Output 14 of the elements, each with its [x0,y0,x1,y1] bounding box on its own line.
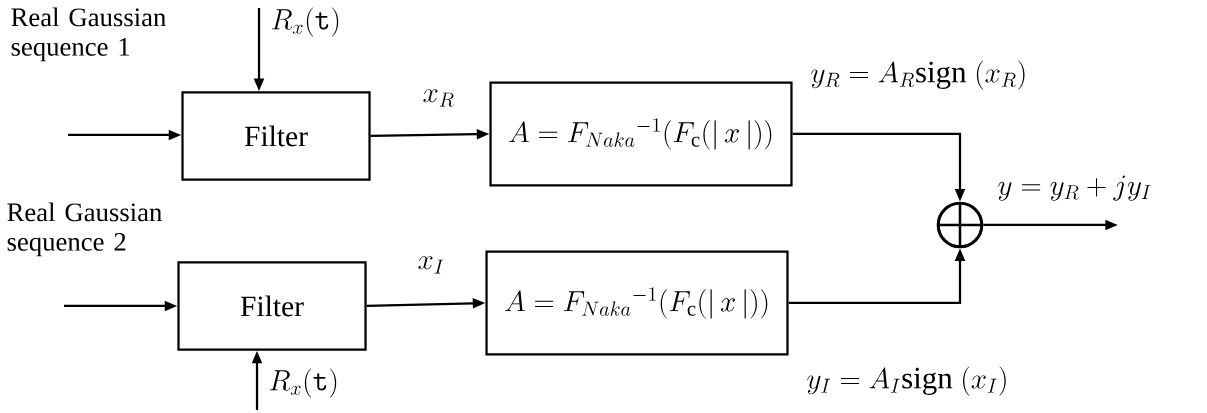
edge-label: Real Gaussian sequence 1 [11,7,166,62]
filter-box: Filter [181,91,371,181]
edge-label: $y_I = A_I\mathrm{sign}\ (x_I)$ [807,366,1006,396]
edge-label: $R_x(\mathtt{t})$ [269,368,337,398]
summing-junction [936,201,984,249]
edge-label: $R_x(\mathtt{t})$ [271,7,339,37]
formula-box: $A = F_{Naka}{}^{-1}(F_{\mathrm{c}}(|\,x\,|))$ [489,81,793,187]
edge-label: $x_I$ [418,256,444,274]
edge-label: Real Gaussian sequence 2 [7,202,162,257]
filter-box: Filter [177,261,367,351]
edge-label: $y_R = A_R\mathrm{sign}\ (x_R)$ [811,60,1025,90]
edge-label: $x_R$ [423,89,454,107]
formula-box: $A = F_{Naka}{}^{-1}(F_{\mathrm{c}}(|\,x\,|))$ [485,250,789,356]
edge-label: $y = y_R + jy_I$ [998,175,1151,201]
